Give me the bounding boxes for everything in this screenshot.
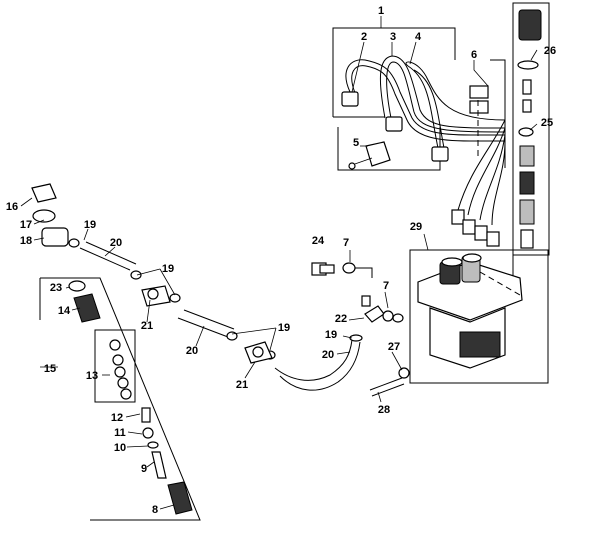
callout-12: 12: [111, 412, 123, 424]
callout-10: 10: [114, 442, 126, 454]
pipe-nut: [474, 225, 488, 241]
callout-20-c: 20: [322, 349, 334, 361]
callout-22: 22: [335, 313, 347, 325]
callout-18: 18: [20, 235, 32, 247]
pipe-nut: [451, 209, 465, 225]
callout-20-b: 20: [186, 345, 198, 357]
pipe-clamp: [469, 100, 489, 114]
spring: [522, 79, 532, 95]
callout-13: 13: [86, 370, 98, 382]
leak-off-lines: [31, 183, 361, 391]
callout-8: 8: [152, 504, 158, 516]
callout-27: 27: [388, 341, 400, 353]
callout-28: 28: [378, 404, 390, 416]
callout-21-b: 21: [236, 379, 248, 391]
injection-pump: [409, 249, 549, 384]
callout-26: 26: [544, 45, 556, 57]
gasket: [518, 127, 534, 137]
valve-holder: [518, 9, 542, 41]
mounting-bolt: [369, 367, 410, 397]
callout-19-b: 19: [162, 263, 174, 275]
injector-assembly: [39, 277, 201, 521]
callout-1: 1: [378, 5, 384, 17]
callout-21-a: 21: [141, 320, 153, 332]
callout-2: 2: [361, 31, 367, 43]
callout-5: 5: [353, 137, 359, 149]
pipe-clamp: [469, 85, 489, 99]
tappet: [520, 229, 534, 249]
callout-4: 4: [415, 31, 422, 43]
callout-23: 23: [50, 282, 62, 294]
callout-29: 29: [410, 221, 422, 233]
pipe-nut: [486, 231, 500, 247]
callout-7-upper: 7: [343, 237, 349, 249]
valve-seat: [519, 145, 535, 167]
pipe-nut: [431, 146, 449, 162]
pipe-nut: [341, 91, 359, 107]
bolt-shank: [319, 264, 335, 274]
callout-19-a: 19: [84, 219, 96, 231]
plunger: [519, 171, 535, 195]
clamp-screw: [348, 162, 356, 170]
callout-11: 11: [114, 427, 126, 439]
callout-19-d: 19: [325, 329, 337, 341]
pipe-nut: [462, 219, 476, 235]
callout-17: 17: [20, 219, 32, 231]
callout-3: 3: [390, 31, 396, 43]
barrel: [519, 199, 535, 225]
banjo-bolt: [311, 262, 373, 278]
callout-6: 6: [471, 49, 477, 61]
washer: [342, 262, 356, 274]
fuel-line-fitting: [349, 295, 404, 342]
callout-14: 14: [58, 305, 71, 317]
callout-16: 16: [6, 201, 18, 213]
callout-20-a: 20: [110, 237, 122, 249]
pipe-nut: [385, 116, 403, 132]
valve: [522, 99, 532, 113]
callout-15: 15: [44, 363, 56, 375]
injection-line-group: [332, 27, 506, 247]
callout-7-lower: 7: [383, 280, 389, 292]
leader-lines: [20, 16, 538, 510]
callout-25: 25: [541, 117, 553, 129]
callout-24: 24: [312, 235, 325, 247]
callout-labels: 1 2 3 4 5 6 7 7 8 9 10 11 12 13 14 15 16…: [6, 5, 556, 516]
o-ring: [517, 60, 539, 70]
callout-19-c: 19: [278, 322, 290, 334]
lower-clamp: [365, 141, 391, 167]
callout-9: 9: [141, 463, 147, 475]
